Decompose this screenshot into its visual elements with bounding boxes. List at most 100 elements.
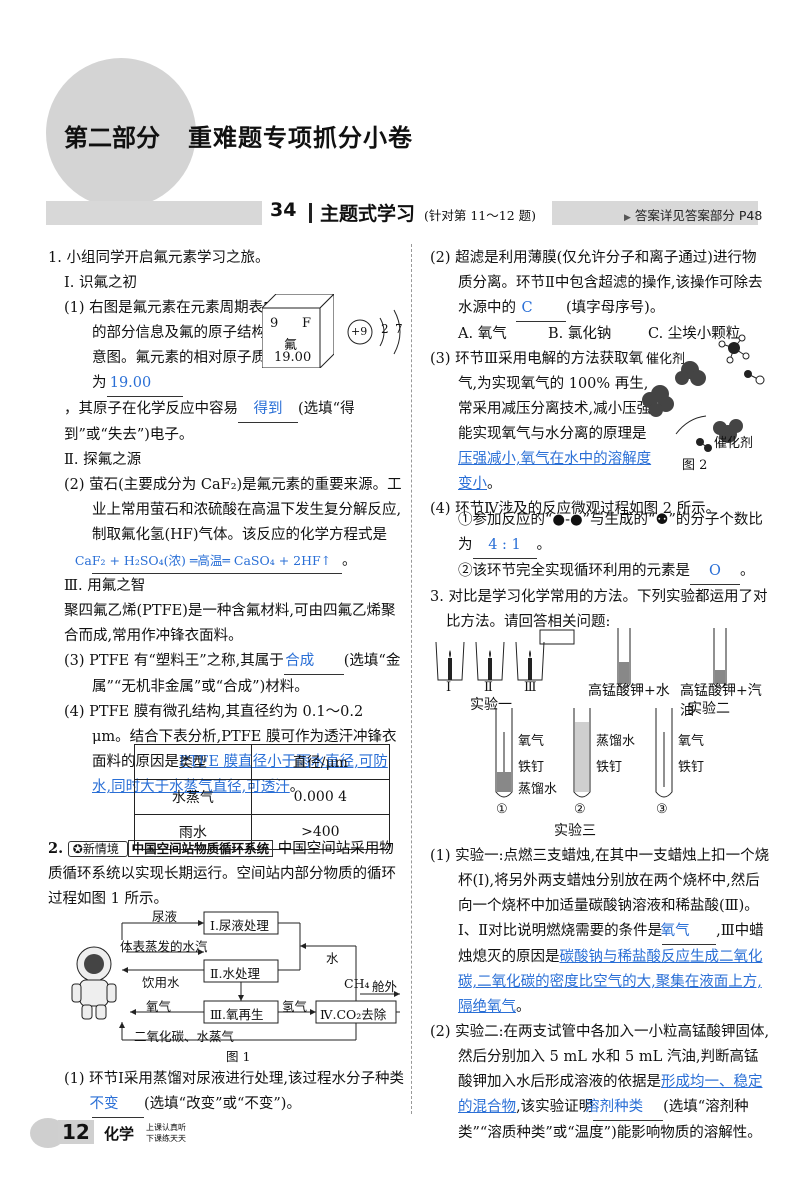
tube-number-2: ② <box>574 802 586 817</box>
exp2-label: 实验二 <box>688 701 730 717</box>
q2-p2b-text: (填字母序号)。 <box>566 300 665 316</box>
e3-label-o2-3: 氧气 <box>678 734 705 749</box>
exp3-label: 实验三 <box>554 823 596 839</box>
q2-answer-1[interactable]: 不变 <box>90 1092 144 1118</box>
right-column: (2) 超滤是利用薄膜(仅允许分子和离子通过)进行物质分离。环节Ⅱ中包含超滤的操… <box>430 246 770 522</box>
e3-label-nail-3: 铁钉 <box>678 760 705 775</box>
q1-answer-1[interactable]: 19.00 <box>106 371 183 397</box>
label-ch4: CH₄ <box>344 976 370 991</box>
q1-answer-2[interactable]: CaF₂ + H₂SO₄(浓) ═高温═ CaSO₄ + 2HF↑ <box>75 548 342 574</box>
label-co2: 二氧化碳、水蒸气 <box>134 1029 235 1044</box>
table-header-row: 类型 直径/μm <box>134 744 391 780</box>
q3-p2b-text: ,该实验证明 <box>516 1099 594 1115</box>
node-oxygen: Ⅲ.氧再生 <box>210 1007 264 1022</box>
tube-label-left: 高锰酸钾+水 <box>588 683 670 699</box>
beaker-label-3: Ⅲ <box>524 680 537 695</box>
q2-number: 2. <box>48 840 64 857</box>
label-h2: 氢气 <box>282 999 308 1014</box>
element-number: 9 <box>270 316 279 331</box>
q3-answer-2b[interactable]: 溶剂种类 <box>585 1095 664 1121</box>
q1-intro-text: 1. 小组同学开启氟元素学习之旅。 <box>48 250 270 266</box>
q2-answer-2[interactable]: C <box>516 296 566 322</box>
q3-p1b-text: ,Ⅲ中蜡烛熄灭的原因是 <box>458 923 764 965</box>
q1-answer-3[interactable]: 合成 <box>283 649 344 675</box>
footer-page-box <box>58 1120 94 1144</box>
figure-2: 催化剂 催化剂 图 2 <box>636 334 776 474</box>
q3-p2c-text: (选填“溶剂种类”“溶质种类”或“温度”)能影响物质的溶解性。 <box>458 1099 762 1141</box>
page-number: 12 <box>62 1120 90 1144</box>
column-divider <box>411 244 412 1114</box>
catalyst-label-1: 催化剂 <box>646 352 686 367</box>
q1-p3-intro-text: 聚四氟乙烯(PTFE)是一种含氟材料,可由四氟乙烯聚合而成,常用作冲锋衣面料。 <box>64 603 396 644</box>
e3-label-water-2: 蒸馏水 <box>596 734 636 749</box>
q3-answer-2[interactable]: 形成均一、稳定的混合物 <box>458 1074 763 1115</box>
element-mass: 19.00 <box>274 350 312 365</box>
electron-shell-1: 2 <box>381 322 389 336</box>
left-column: 1. 小组同学开启氟元素学习之旅。 Ⅰ. 识氟之初 (1) 右图是氟元素在元素周… <box>48 246 404 800</box>
option-c: C. 尘埃小颗粒 <box>648 326 741 342</box>
section-divider <box>309 203 312 223</box>
q1-p3-text: (3) PTFE 有“塑料王”之称,其属于 <box>64 653 284 669</box>
table-header: 类型 <box>134 744 252 780</box>
section-title: 主题式学习 <box>320 203 416 225</box>
table-row: 水蒸气 0.000 4 <box>134 779 391 815</box>
q2-answer-4a[interactable]: 4 : 1 <box>472 533 537 559</box>
arrow-icon: ▶ <box>624 213 631 223</box>
figure-1-lines <box>71 911 400 1041</box>
e3-label-o2-1: 氧气 <box>518 734 545 749</box>
q1-p3: (3) PTFE 有“塑料王”之称,其属于合成(选填“金属”“无机非金属”或“合… <box>48 649 404 700</box>
node-urine: Ⅰ.尿液处理 <box>210 918 269 933</box>
diameter-table: 类型 直径/μm 水蒸气 0.000 4 雨水 >400 <box>134 744 391 850</box>
footer-tag-2: 下课练天天 <box>146 1134 186 1143</box>
q2-answer-4b[interactable]: O <box>690 559 740 585</box>
q3-p1: (1) 实验一:点燃三支蜡烛,在其中一支蜡烛上扣一个烧杯(Ⅰ),将另外两支蜡烛分… <box>430 848 770 1015</box>
q3-p2-text: (2) 实验二:在两支试管中各加入一小粒高锰酸钾固体,然后分别加入 5 mL 水… <box>430 1024 770 1090</box>
table-cell: 0.000 4 <box>250 779 391 815</box>
label-water: 水 <box>326 951 339 966</box>
e3-label-nail-2: 铁钉 <box>596 760 623 775</box>
tube-label-right: 高锰酸钾+汽油 <box>680 683 762 719</box>
q1-p1b-text: ，其原子在化学反应中容易 <box>64 401 238 417</box>
q1-p1c-text: (选填“得到”或“失去”)电子。 <box>64 401 355 443</box>
label-sweat: 体表蒸发的水汽 <box>120 939 208 954</box>
node-co2: Ⅳ.CO₂去除 <box>320 1007 387 1022</box>
q1-intro: 1. 小组同学开启氟元素学习之旅。 <box>48 246 404 271</box>
q2-p1b-text: (选填“改变”或“不变”)。 <box>144 1096 301 1112</box>
table-cell: >400 <box>250 814 391 850</box>
ch4-molecule-icon: ⚉ <box>655 512 669 528</box>
table-header: 直径/μm <box>250 744 391 780</box>
q2-p4a-text: ①参加反应的“ <box>458 512 553 528</box>
q2-p1: (1) 环节Ⅰ采用蒸馏对尿液进行处理,该过程水分子种类不变(选填“改变”或“不变… <box>48 1067 404 1118</box>
q3-intro: 3. 对比是学习化学常用的方法。下列实验都运用了对比方法。请回答相关问题: <box>430 585 770 635</box>
q2-p3-text: (3) 环节Ⅲ采用电解的方法获取氧气,为实现氧气的 100% 再生,常采用减压分… <box>430 351 652 442</box>
q3-p2: (2) 实验二:在两支试管中各加入一小粒高锰酸钾固体,然后分别加入 5 mL 水… <box>430 1020 770 1146</box>
q3-intro-text: 3. 对比是学习化学常用的方法。下列实验都运用了对比方法。请回答相关问题: <box>430 589 768 630</box>
q2-answer-3[interactable]: 压强减小,氧气在水中的溶解度变小 <box>458 451 652 492</box>
tube-number-3: ③ <box>656 802 668 817</box>
q1-sub1: Ⅰ. 识氟之初 <box>48 271 404 296</box>
answer-ref: ▶ 答案详见答案部分 P48 <box>624 205 762 224</box>
e3-label-nail-1: 铁钉 <box>518 760 545 775</box>
section-number: 34 <box>270 199 297 221</box>
q2-p1-block: (1) 环节Ⅰ采用蒸馏对尿液进行处理,该过程水分子种类不变(选填“改变”或“不变… <box>48 1067 404 1118</box>
experiments-figure: Ⅰ Ⅱ Ⅲ 实验一 高锰酸钾+水 高锰酸钾+汽油 实验二 氧气 铁钉 蒸馏水 蒸… <box>430 622 770 840</box>
q2-intro-text: 中国空间站采用物质循环系统以实现长期运行。空间站内部分物质的循环过程如图 1 所… <box>48 841 396 907</box>
figure-1: Ⅰ.尿液处理 Ⅱ.水处理 Ⅲ.氧再生 Ⅳ.CO₂去除 尿液 体表蒸发的水汽 饮用… <box>60 904 404 1064</box>
q2-p4-text: (4) 环节Ⅳ涉及的反应微观过程如图 2 所示。 <box>430 501 721 517</box>
q2-p4: (4) 环节Ⅳ涉及的反应微观过程如图 2 所示。 <box>430 497 770 522</box>
q2-topic: 中国空间站物质循环系统 <box>127 840 274 857</box>
q2-badge-text: 新情境 <box>82 842 119 856</box>
q3-answer-1[interactable]: 氧气 <box>661 919 717 945</box>
experiments-art <box>435 628 727 798</box>
q1-sub2-text: Ⅱ. 探氟之源 <box>64 452 142 468</box>
beaker-label-2: Ⅱ <box>484 680 493 695</box>
q1-sub3: Ⅲ. 用氟之智 <box>48 574 404 599</box>
q1-answer-1b[interactable]: 得到 <box>238 397 298 423</box>
q2-p3: (3) 环节Ⅲ采用电解的方法获取氧气,为实现氧气的 100% 再生,常采用减压分… <box>430 351 652 492</box>
q3-answer-1b[interactable]: 碳酸钠与稀盐酸反应生成二氧化碳,二氧化碳的密度比空气的大,聚集在液面上方,隔绝氧… <box>458 949 763 1015</box>
q1-p2-text: (2) 萤石(主要成分为 CaF₂)是氟元素的重要来源。工业上常用萤石和浓硫酸在… <box>64 477 402 543</box>
label-o2: 氧气 <box>146 999 172 1014</box>
q2-intro: 2. ✪新情境 中国空间站物质循环系统 中国空间站采用物质循环系统以实现长期运行… <box>48 836 404 912</box>
